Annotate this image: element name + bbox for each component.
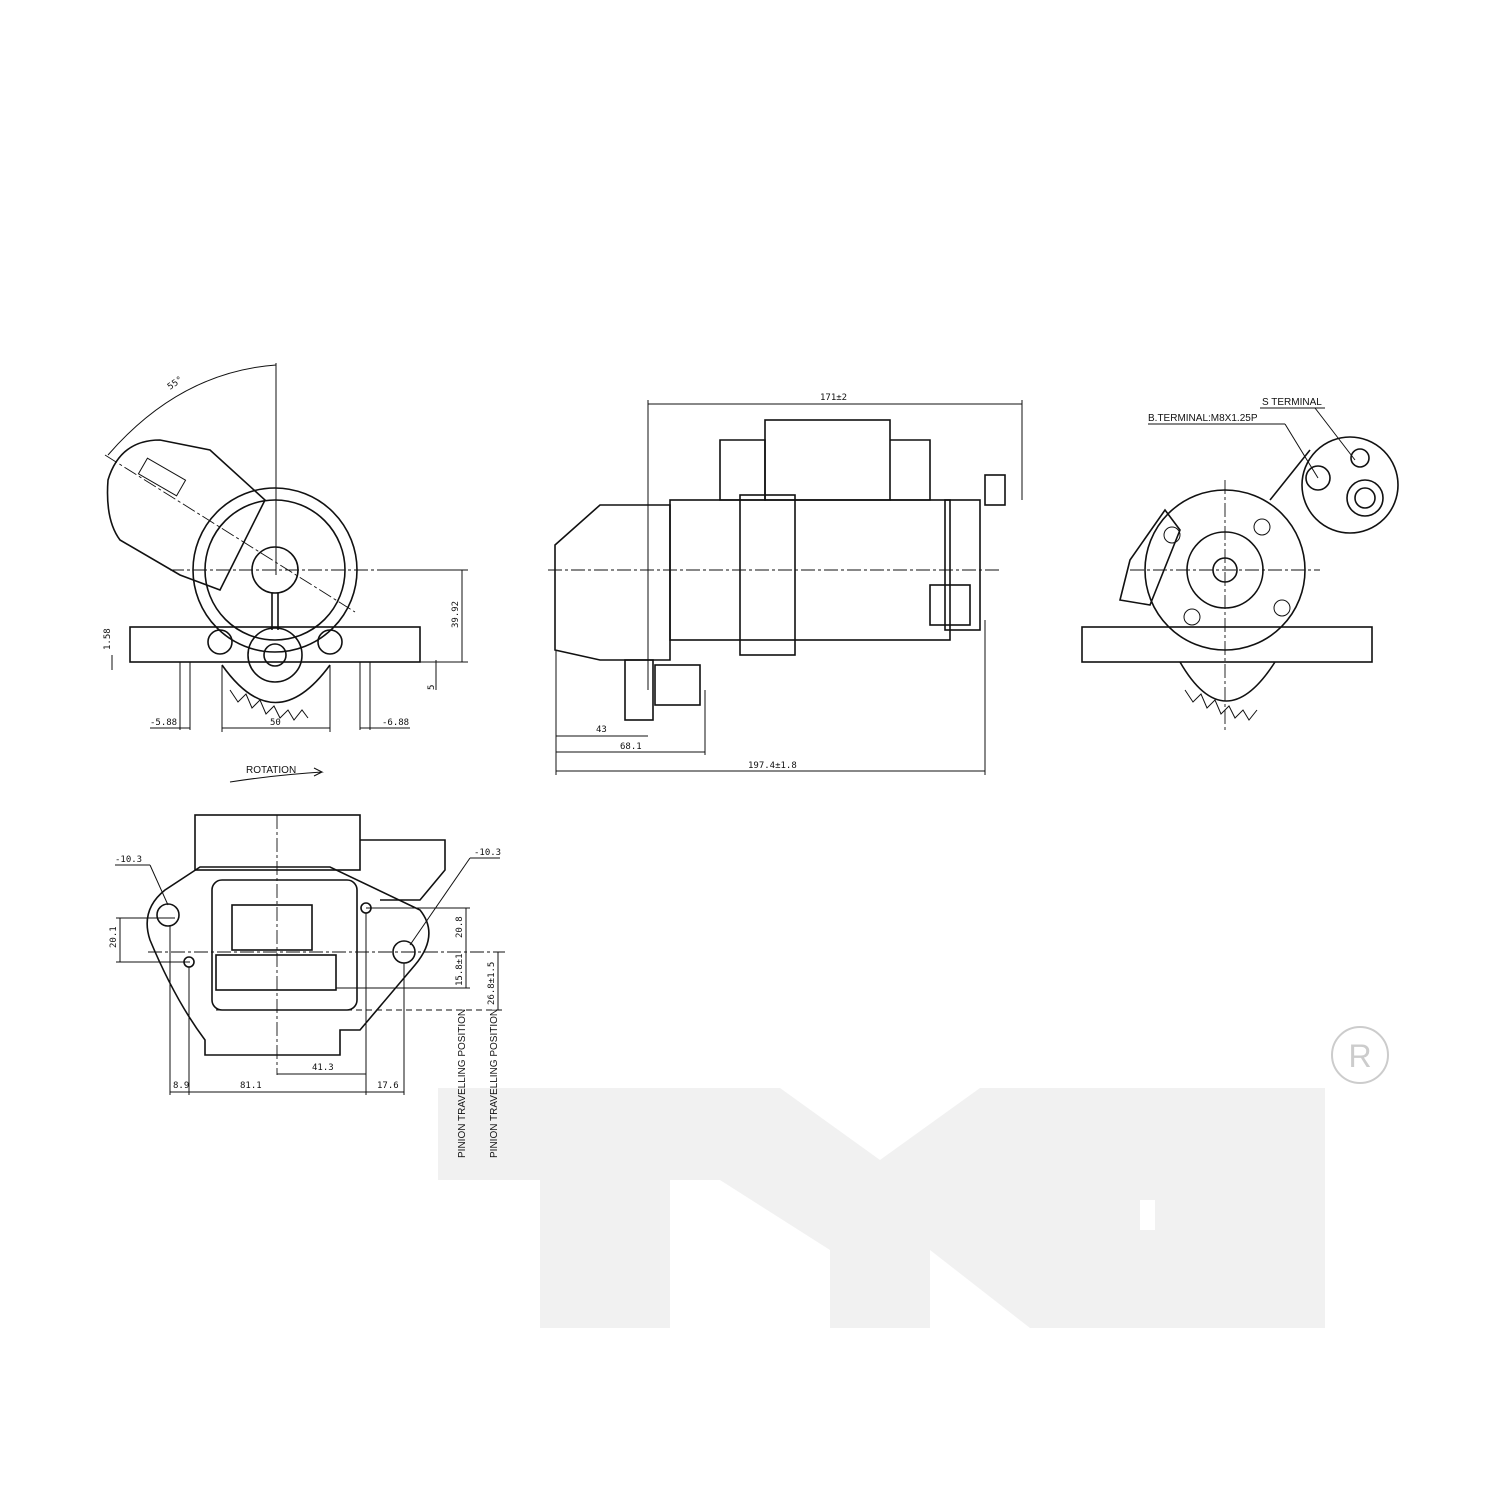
hole-right-label: -10.3 [474, 848, 501, 858]
dim-39-92: 39.92 [451, 601, 461, 628]
registered-mark-icon [1331, 1026, 1389, 1084]
dim-15-8: 15.8±1 [455, 953, 465, 986]
dim-50: 50 [270, 718, 281, 728]
left-end-view: 55° 39.92 1.58 5 -5.88 -6.88 50 ROTATION [103, 363, 468, 783]
hole-left-label: -10.3 [115, 855, 142, 865]
dim-right-hole: -6.88 [382, 718, 409, 728]
rotation-label: ROTATION [246, 765, 296, 776]
angle-label: 55° [166, 375, 185, 393]
dim-68-1: 68.1 [620, 742, 642, 752]
bottom-view: 20.1 -10.3 -10.3 20.8 15.8±1 26.8±1.5 PI… [109, 814, 505, 1158]
dim-20-1: 20.1 [109, 926, 119, 948]
dim-81-1: 81.1 [240, 1081, 262, 1091]
side-view: 171±2 43 68.1 197.4±1.8 [548, 393, 1023, 775]
dim-1-58: 1.58 [103, 628, 113, 650]
b-terminal-label: B.TERMINAL:M8X1.25P [1148, 413, 1258, 424]
dim-5: 5 [427, 685, 437, 690]
s-terminal-label: S TERMINAL [1262, 397, 1322, 408]
dim-41-3: 41.3 [312, 1063, 334, 1073]
dim-17-6: 17.6 [377, 1081, 399, 1091]
dim-26-8: 26.8±1.5 [487, 962, 497, 1005]
dim-171: 171±2 [820, 393, 847, 403]
dim-197-4: 197.4±1.8 [748, 761, 797, 771]
pinion-travelling-label-1: PINION TRAVELLING POSITION [457, 1009, 468, 1158]
rotation-arrow-icon [229, 767, 324, 783]
tyc-logo-watermark: R [438, 1026, 1389, 1328]
svg-text:R: R [1348, 1038, 1371, 1074]
dim-43: 43 [596, 725, 607, 735]
dim-8-9: 8.9 [173, 1081, 189, 1091]
right-end-view: S TERMINAL B.TERMINAL:M8X1.25P [1081, 397, 1399, 730]
dim-left-hole: -5.88 [150, 718, 177, 728]
dim-20-8: 20.8 [455, 916, 465, 938]
pinion-travelling-label-2: PINION TRAVELLING POSITION [489, 1009, 500, 1158]
